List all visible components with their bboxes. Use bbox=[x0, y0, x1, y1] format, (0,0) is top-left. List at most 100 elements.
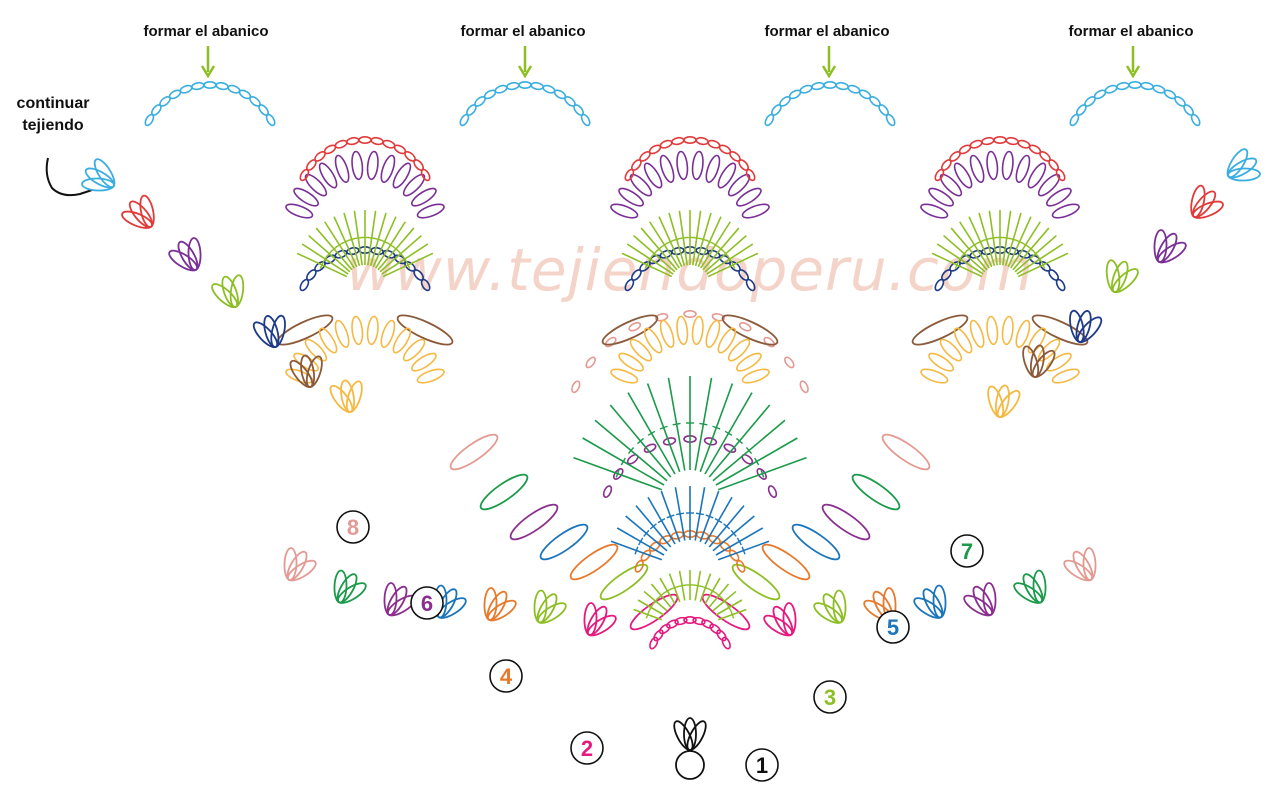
row-badge-4: 4 bbox=[489, 659, 523, 693]
row8-right-shell bbox=[1063, 547, 1097, 582]
row-number: 4 bbox=[500, 664, 513, 689]
fan-label-1: formar el abanico bbox=[143, 23, 268, 40]
band0-motif0-r bbox=[396, 314, 454, 346]
row-number: 5 bbox=[887, 615, 899, 640]
row-badge-8: 8 bbox=[336, 510, 370, 544]
row-number: 3 bbox=[824, 685, 836, 710]
row-number: 6 bbox=[421, 591, 433, 616]
badge-circle bbox=[410, 586, 444, 620]
band2-motif0 bbox=[299, 246, 431, 292]
row6-chain bbox=[602, 434, 778, 498]
purple-right-shell bbox=[1153, 229, 1187, 264]
row-badge-7: 7 bbox=[950, 534, 984, 568]
band3-motif0 bbox=[296, 210, 434, 278]
row7-fan bbox=[573, 376, 807, 491]
lime-left-shell bbox=[211, 274, 245, 309]
band5-motif2 bbox=[934, 136, 1066, 182]
row6-left-loop bbox=[509, 503, 559, 541]
navy-right-shell bbox=[1069, 309, 1103, 344]
row3-fan bbox=[633, 570, 747, 621]
band1-motif1 bbox=[610, 315, 770, 384]
row7-left-shell bbox=[333, 569, 367, 604]
row-number: 2 bbox=[581, 736, 593, 761]
yellow-left-shell bbox=[329, 379, 363, 414]
row-badge-2: 2 bbox=[570, 731, 604, 765]
purple-left-shell bbox=[168, 237, 202, 272]
band4-motif2 bbox=[920, 150, 1080, 219]
band6-motif3 bbox=[1069, 81, 1201, 127]
row5-right-loop bbox=[791, 523, 841, 561]
fan-annotation-4: formar el abanico bbox=[1068, 23, 1194, 79]
brown-right-shell bbox=[1022, 344, 1056, 379]
row6-right-loop bbox=[821, 503, 871, 541]
row6-left-shell bbox=[383, 582, 417, 617]
row8-left-shell bbox=[283, 547, 317, 582]
row4-left-shell bbox=[483, 587, 517, 622]
badge-circle bbox=[745, 748, 779, 782]
row-number: 8 bbox=[347, 515, 359, 540]
fan-annotation-3: formar el abanico bbox=[764, 23, 890, 79]
band0-motif1-r bbox=[721, 314, 779, 346]
row4-right-loop bbox=[761, 543, 811, 581]
row7-left-loop bbox=[479, 473, 529, 511]
sky-left-shell bbox=[81, 158, 116, 192]
band6-motif2 bbox=[764, 81, 896, 127]
row3-left-shell bbox=[533, 589, 567, 624]
fan-annotation-2: formar el abanico bbox=[460, 23, 586, 79]
row4-left-loop bbox=[569, 543, 619, 581]
band5-motif0 bbox=[299, 136, 431, 182]
row5-left-loop bbox=[539, 523, 589, 561]
continue-label-line2: tejiendo bbox=[22, 117, 84, 134]
row8-right-loop bbox=[881, 433, 931, 471]
row-number: 7 bbox=[961, 539, 973, 564]
band2-motif2 bbox=[934, 246, 1066, 292]
band4-motif1 bbox=[610, 150, 770, 219]
yellow-right-shell bbox=[987, 384, 1021, 419]
row2-right-shell bbox=[763, 602, 797, 637]
row5-fan bbox=[610, 486, 770, 561]
red-left-shell bbox=[121, 194, 155, 229]
band0-motif1-l bbox=[601, 314, 659, 346]
band5-motif1 bbox=[624, 136, 756, 182]
band0-motif2-r bbox=[1031, 314, 1089, 346]
stitch-pattern bbox=[81, 81, 1261, 780]
row1-ring bbox=[675, 750, 705, 780]
row7-right-shell bbox=[1013, 569, 1047, 604]
band6-motif1 bbox=[459, 81, 591, 127]
row3-right-loop bbox=[731, 563, 781, 601]
row2-chain bbox=[649, 615, 731, 650]
continue-label-line1: continuar bbox=[17, 95, 90, 112]
row8-chain bbox=[571, 309, 809, 394]
fan-label-3: formar el abanico bbox=[764, 23, 889, 40]
row1-cluster bbox=[673, 717, 707, 751]
sky-right-shell bbox=[1226, 148, 1261, 182]
row-number: 1 bbox=[756, 753, 768, 778]
badge-circle bbox=[813, 680, 847, 714]
row-badge-6: 6 bbox=[410, 586, 444, 620]
fan-label-2: formar el abanico bbox=[460, 23, 585, 40]
row6-right-shell bbox=[963, 582, 997, 617]
badge-circle bbox=[489, 659, 523, 693]
row-badge-1: 1 bbox=[745, 748, 779, 782]
row-badge-5: 5 bbox=[876, 610, 910, 644]
brown-left-shell bbox=[289, 354, 323, 389]
badge-circle bbox=[876, 610, 910, 644]
band0-motif2-l bbox=[911, 314, 969, 346]
band1-motif0 bbox=[285, 315, 445, 384]
band4-motif0 bbox=[285, 150, 445, 219]
row5-right-shell bbox=[913, 584, 947, 619]
band3-motif2 bbox=[931, 210, 1069, 278]
row-badge-3: 3 bbox=[813, 680, 847, 714]
fan-annotation-1: formar el abanico bbox=[143, 23, 269, 79]
red-right-shell bbox=[1190, 184, 1224, 219]
badge-circle bbox=[570, 731, 604, 765]
continue-annotation: continuar tejiendo bbox=[17, 95, 93, 197]
row3-right-shell bbox=[813, 589, 847, 624]
band3-motif1 bbox=[621, 210, 759, 278]
band1-motif2 bbox=[920, 315, 1080, 384]
row-number-badges: 1 2 3 4 5 6 7 8 bbox=[336, 510, 984, 782]
fan-label-4: formar el abanico bbox=[1068, 23, 1193, 40]
badge-circle bbox=[336, 510, 370, 544]
row2-left-shell bbox=[583, 602, 617, 637]
